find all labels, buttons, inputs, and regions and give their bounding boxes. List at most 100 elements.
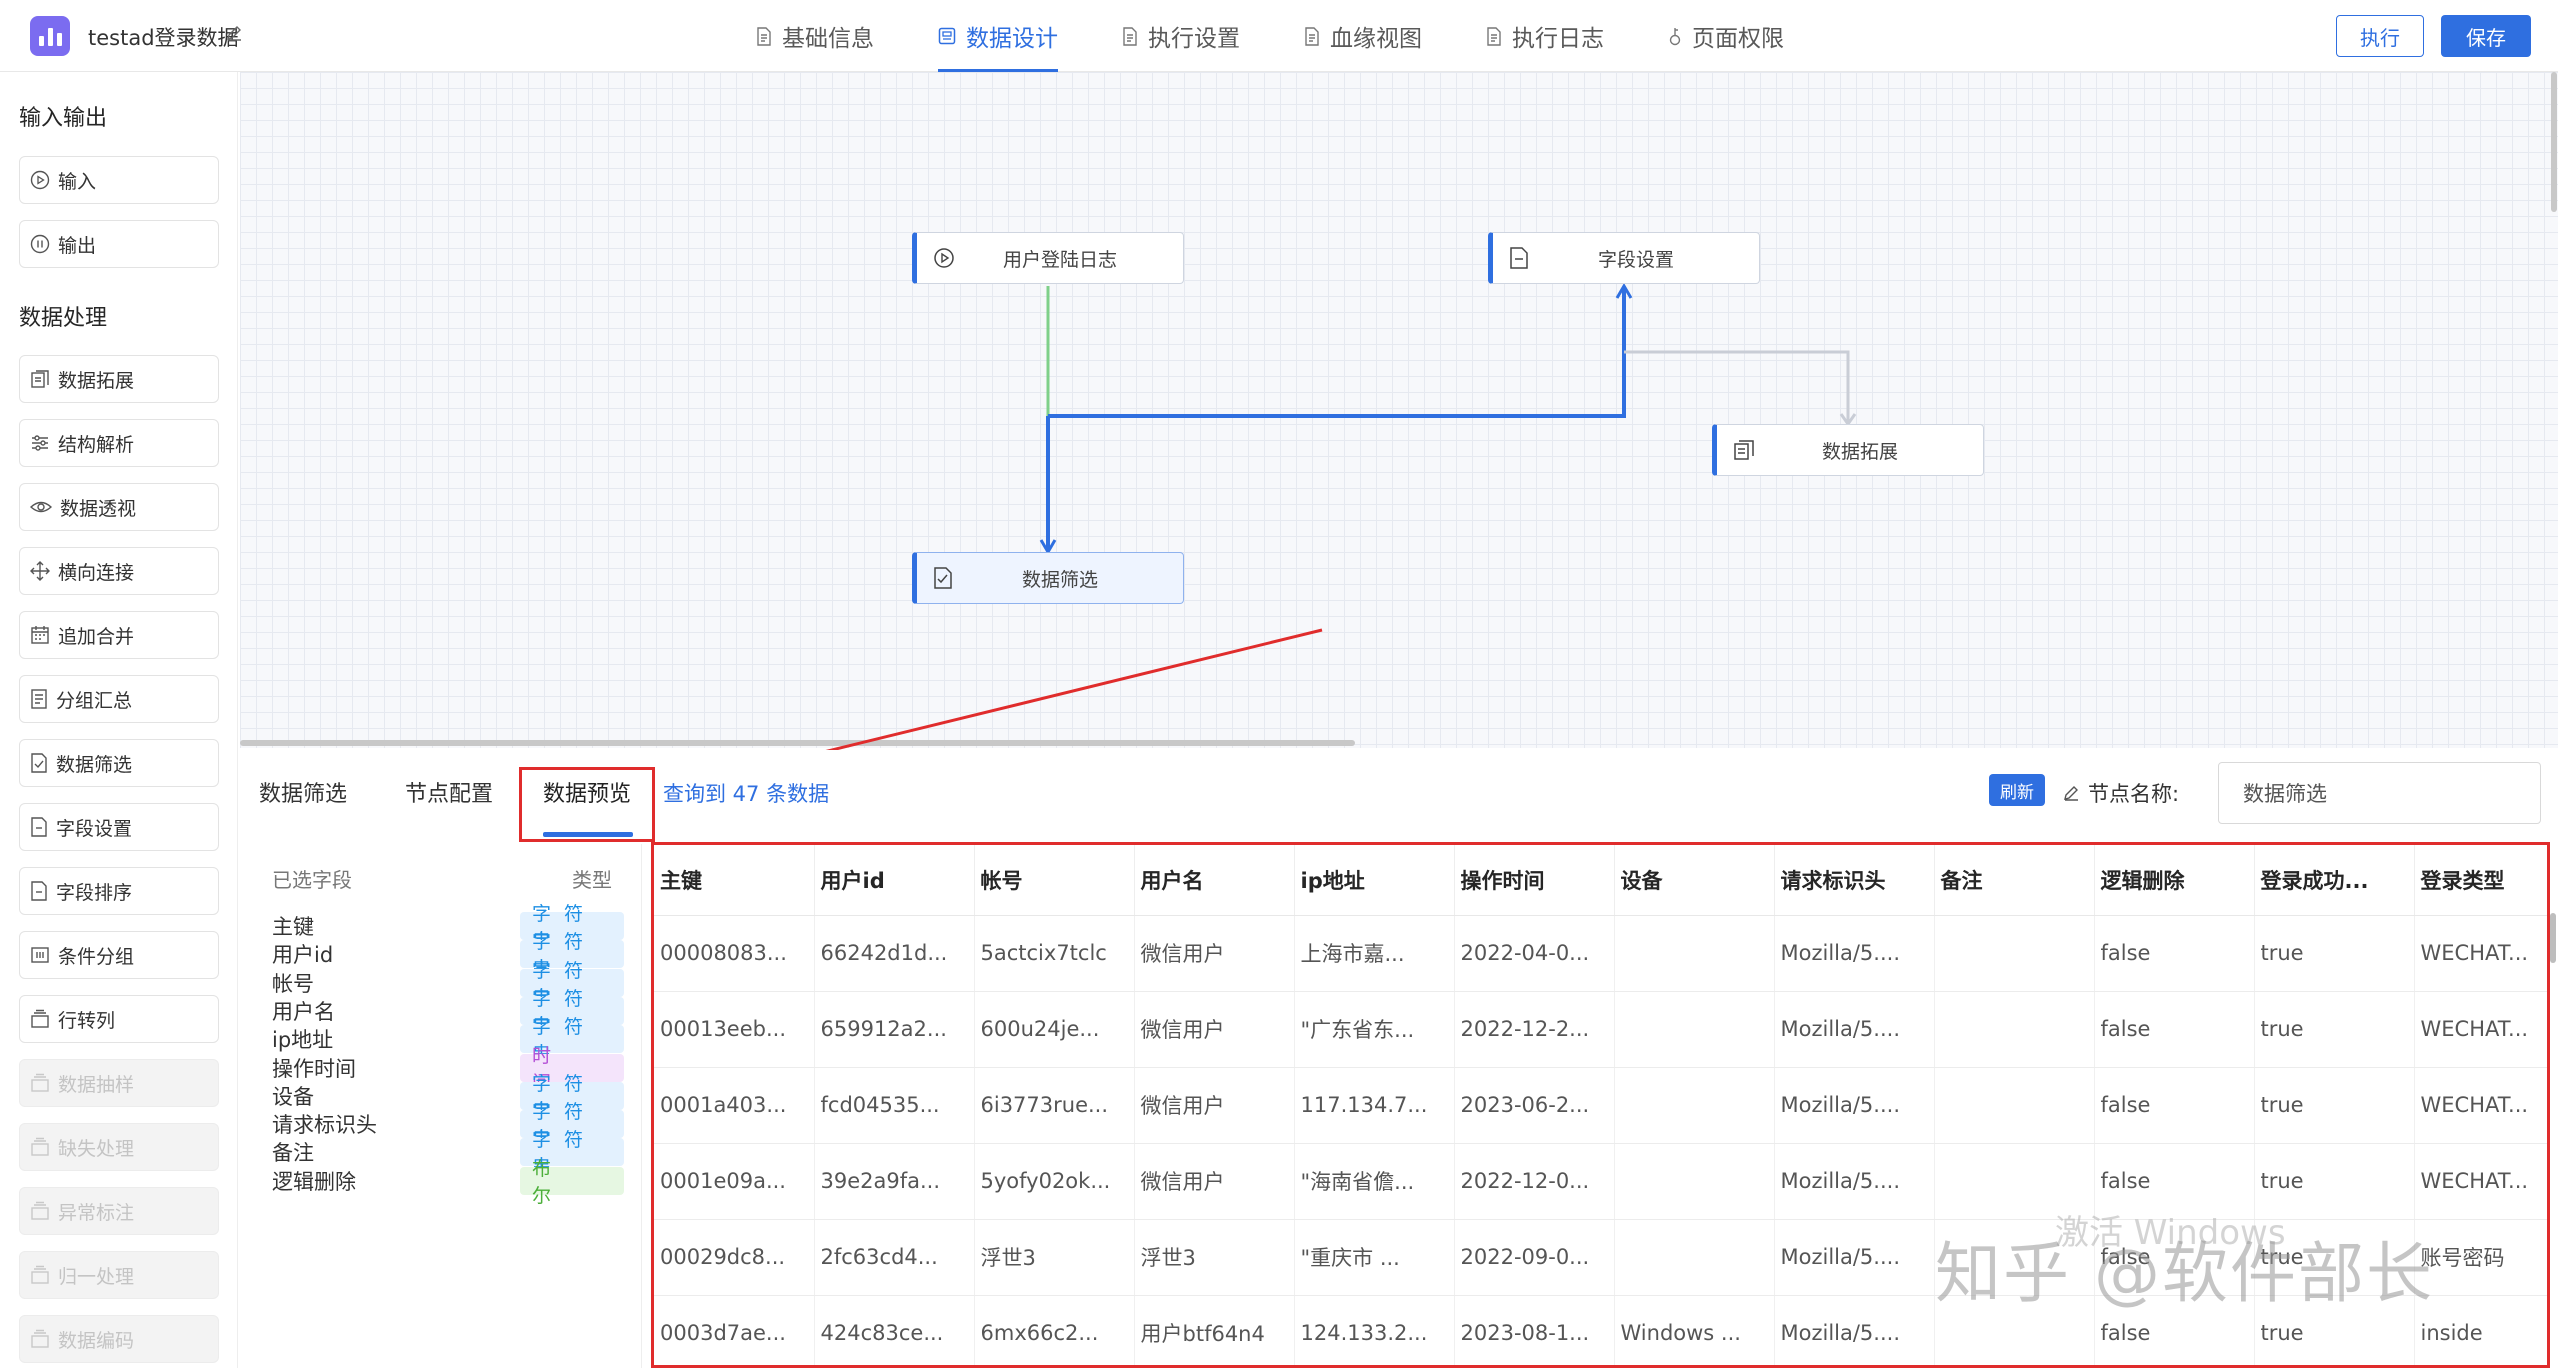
column-header[interactable]: 操作时间 xyxy=(1454,845,1615,916)
field-row[interactable]: 设备字符串 xyxy=(272,1073,624,1122)
node-data-expand[interactable]: 数据拓展 xyxy=(1712,424,1984,476)
calendar-icon xyxy=(31,626,49,644)
sidebar-item-data-filter[interactable]: 数据筛选 xyxy=(19,739,219,787)
operator-sidebar: 输入输出 输入 输出 数据处理 数据拓展 结构解析 数据透视 横向连接 追加合并… xyxy=(0,72,238,1368)
table-row[interactable]: 0003d7ae...424c83ce...6mx66c2...用户btf64n… xyxy=(654,1295,2547,1365)
sidebar-item-group-summary[interactable]: 分组汇总 xyxy=(19,675,219,723)
column-header[interactable]: 登录成功... xyxy=(2254,845,2415,916)
canvas-horizontal-scrollbar[interactable] xyxy=(240,740,1355,746)
tab-node-config[interactable]: 节点配置 xyxy=(405,782,494,807)
field-row[interactable]: 操作时间时间 xyxy=(272,1045,624,1094)
field-row[interactable]: 用户id字符串 xyxy=(272,931,624,980)
table-cell: true xyxy=(2254,915,2415,992)
execute-button[interactable]: 执行 xyxy=(2336,15,2424,57)
sidebar-item-data-pivot[interactable]: 数据透视 xyxy=(19,483,219,531)
table-cell: fcd04535... xyxy=(814,1067,975,1144)
table-cell xyxy=(1934,1067,2095,1144)
field-name: 操作时间 xyxy=(272,1056,356,1081)
table-cell: 上海市嘉... xyxy=(1294,915,1455,992)
tab-exec-settings[interactable]: 执行设置 xyxy=(1122,0,1240,72)
field-row[interactable]: 逻辑删除布尔 xyxy=(272,1158,624,1207)
column-header[interactable]: 设备 xyxy=(1614,845,1775,916)
sidebar-item-field-settings[interactable]: 字段设置 xyxy=(19,803,219,851)
node-name-input[interactable]: 数据筛选 xyxy=(2218,762,2541,824)
doc-icon xyxy=(1487,26,1501,46)
sidebar-item-label: 数据透视 xyxy=(60,497,137,520)
table-cell: false xyxy=(2094,1219,2255,1296)
sidebar-item-horizontal-join[interactable]: 横向连接 xyxy=(19,547,219,595)
save-button[interactable]: 保存 xyxy=(2441,15,2531,57)
sidebar-item-field-sort[interactable]: 字段排序 xyxy=(19,867,219,915)
table-cell: false xyxy=(2094,1143,2255,1220)
column-header[interactable]: 逻辑删除 xyxy=(2094,845,2255,916)
tab-page-permission[interactable]: 页面权限 xyxy=(1668,0,1784,72)
table-cell xyxy=(1934,1219,2095,1296)
refresh-button[interactable]: 刷新 xyxy=(1989,774,2045,806)
sidebar-item-anomaly-mark: 异常标注 xyxy=(19,1187,219,1235)
sidebar-item-row-to-column[interactable]: 行转列 xyxy=(19,995,219,1043)
sidebar-item-label: 字段排序 xyxy=(56,881,133,904)
table-cell: Mozilla/5.... xyxy=(1774,1219,1935,1296)
pause-circle-icon xyxy=(30,234,50,254)
table-row[interactable]: 0001e09a...39e2a9fa...5yofy02ok...微信用户"海… xyxy=(654,1143,2547,1220)
sidebar-item-label: 归一处理 xyxy=(58,1265,135,1288)
query-count-text: 查询到 47 条数据 xyxy=(663,782,830,806)
table-row[interactable]: 00013eeb...659912a2...600u24je...微信用户"广东… xyxy=(654,991,2547,1068)
tab-exec-log[interactable]: 执行日志 xyxy=(1486,0,1604,72)
fields-header-type: 类型 xyxy=(572,868,612,892)
sidebar-item-append-merge[interactable]: 追加合并 xyxy=(19,611,219,659)
table-vertical-scrollbar[interactable] xyxy=(2550,913,2556,963)
table-cell: 2023-08-1... xyxy=(1454,1295,1615,1365)
field-row[interactable]: 用户名字符串 xyxy=(272,988,624,1037)
zhihu-watermark: 知乎 @软件部长 xyxy=(1935,1235,2434,1312)
table-cell: 659912a2... xyxy=(814,991,975,1068)
tab-data-design[interactable]: 数据设计 xyxy=(938,0,1058,72)
table-cell xyxy=(1614,991,1775,1068)
layers-icon xyxy=(31,1009,49,1028)
sidebar-item-label: 缺失处理 xyxy=(58,1137,135,1160)
canvas-vertical-scrollbar[interactable] xyxy=(2551,72,2557,212)
flow-canvas[interactable]: 用户登陆日志 字段设置 数据拓展 数据筛选 xyxy=(240,72,2558,748)
sidebar-item-data-expand[interactable]: 数据拓展 xyxy=(19,355,219,403)
column-header[interactable]: 备注 xyxy=(1934,845,2095,916)
sidebar-item-output[interactable]: 输出 xyxy=(19,220,219,268)
edit-title-icon[interactable] xyxy=(225,24,243,42)
column-header[interactable]: 帐号 xyxy=(974,845,1135,916)
column-header[interactable]: 请求标识头 xyxy=(1774,845,1935,916)
field-row[interactable]: 备注字符串 xyxy=(272,1129,624,1178)
tab-data-preview[interactable]: 数据预览 xyxy=(543,782,632,807)
column-header[interactable]: ip地址 xyxy=(1294,845,1455,916)
node-login-log[interactable]: 用户登陆日志 xyxy=(912,232,1184,284)
annotation-highlight-tab xyxy=(519,767,655,842)
table-cell: 39e2a9fa... xyxy=(814,1143,975,1220)
table-cell: 6mx66c2... xyxy=(974,1295,1135,1365)
column-header[interactable]: 主键 xyxy=(654,845,815,916)
tab-basic-info[interactable]: 基础信息 xyxy=(756,0,874,72)
column-header[interactable]: 用户名 xyxy=(1134,845,1295,916)
sidebar-item-input[interactable]: 输入 xyxy=(19,156,219,204)
column-header[interactable]: 用户id xyxy=(814,845,975,916)
main-tabs: 基础信息 数据设计 执行设置 血缘视图 执行日志 页面权限 xyxy=(756,0,1848,72)
tab-data-filter-config[interactable]: 数据筛选 xyxy=(259,782,348,807)
windows-activation-notice: 激活 Windows xyxy=(2055,1213,2286,1253)
sidebar-item-conditional-group[interactable]: 条件分组 xyxy=(19,931,219,979)
table-cell: 124.133.2... xyxy=(1294,1295,1455,1365)
node-field-settings[interactable]: 字段设置 xyxy=(1488,232,1760,284)
table-cell: 2022-09-0... xyxy=(1454,1219,1615,1296)
node-data-filter[interactable]: 数据筛选 xyxy=(912,552,1184,604)
sidebar-item-structure-parse[interactable]: 结构解析 xyxy=(19,419,219,467)
field-row[interactable]: 主键字符串 xyxy=(272,903,624,952)
field-row[interactable]: ip地址字符串 xyxy=(272,1016,624,1065)
sidebar-item-data-encode: 数据编码 xyxy=(19,1315,219,1363)
table-cell: "重庆市 ... xyxy=(1294,1219,1455,1296)
tab-lineage-view[interactable]: 血缘视图 xyxy=(1304,0,1422,72)
table-cell: 浮世3 xyxy=(1134,1219,1295,1296)
node-name-label: 节点名称: xyxy=(2062,778,2179,808)
sidebar-item-label: 数据编码 xyxy=(58,1329,135,1352)
column-header[interactable]: 登录类型 xyxy=(2414,845,2547,916)
table-cell: true xyxy=(2254,1295,2415,1365)
